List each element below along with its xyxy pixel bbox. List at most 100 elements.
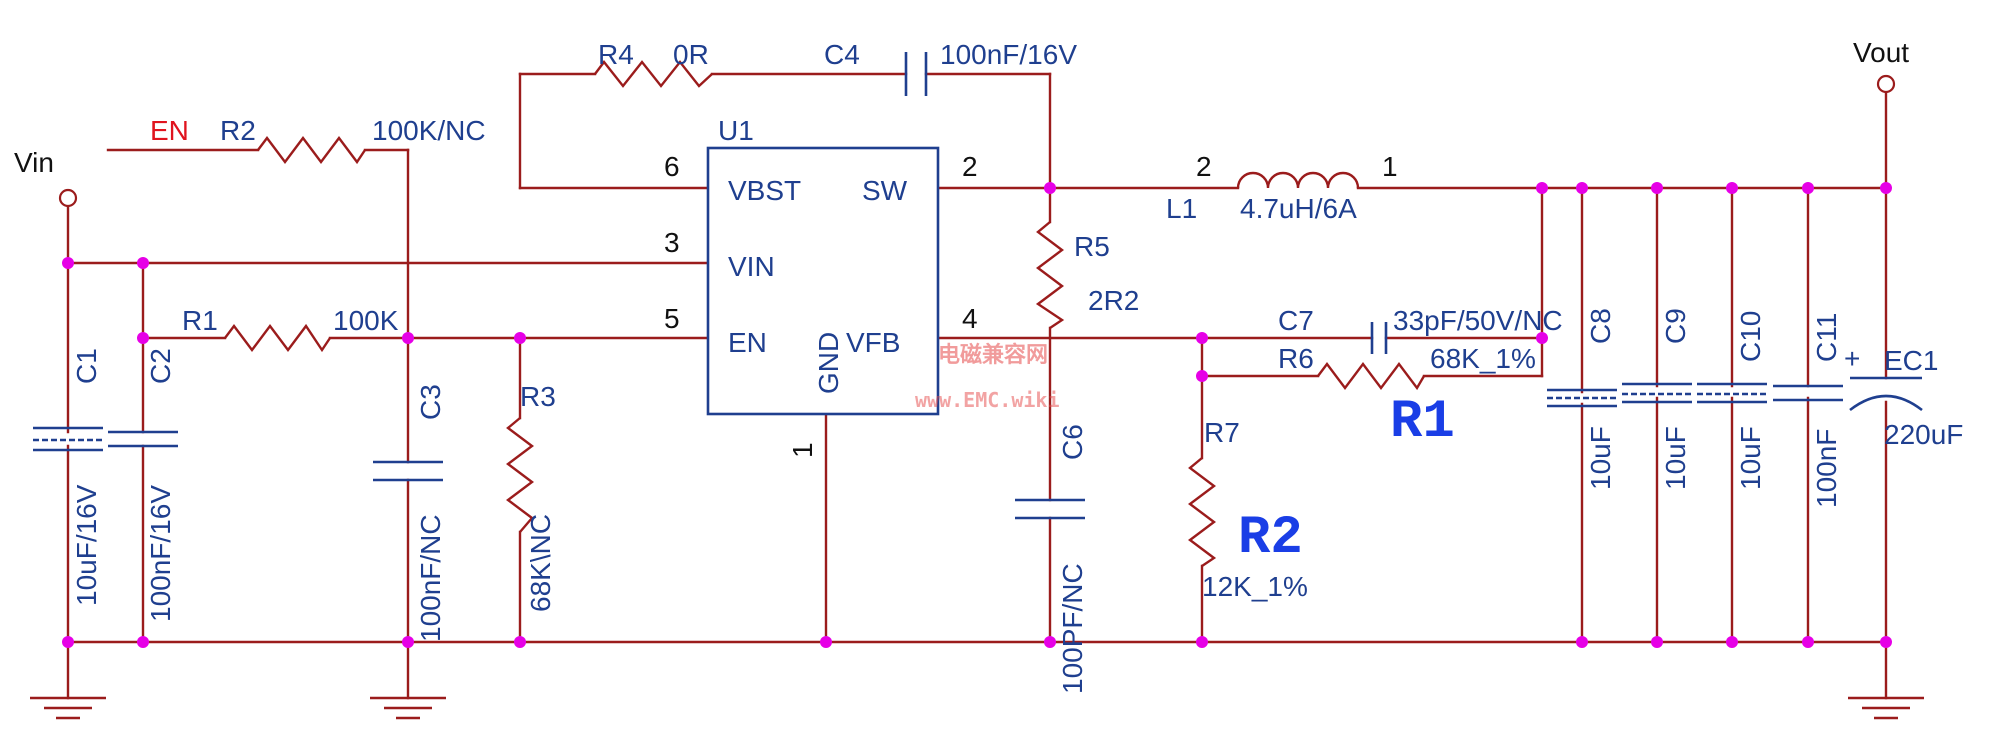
watermark-url: www.EMC.wiki	[915, 388, 1060, 412]
r2-value-label: 100K/NC	[372, 115, 486, 146]
c1-ref-label: C1	[71, 348, 102, 384]
capacitors	[33, 52, 1923, 520]
c1-value-label: 10uF/16V	[71, 484, 102, 606]
junction-dot	[1880, 182, 1892, 194]
u1-pin-sw-label: SW	[862, 175, 908, 206]
junction-dot	[137, 636, 149, 648]
c8-ref-label: C8	[1585, 308, 1616, 344]
inductor-l1-symbol	[1236, 171, 1360, 189]
vout-port-icon	[1876, 74, 1896, 94]
annotation-r1: R1	[1390, 392, 1455, 453]
watermark-cn: 电磁兼容网	[938, 342, 1048, 368]
c3-value-label: 100nF/NC	[415, 514, 446, 642]
resistor-r1-symbol	[224, 323, 331, 353]
r3-value-label: 68K\NC	[525, 514, 556, 612]
r4-value-label: 0R	[673, 39, 709, 70]
c6-ref-label: C6	[1057, 424, 1088, 460]
ground-icon	[30, 696, 106, 720]
u1-pin-2-label: 2	[962, 151, 978, 182]
c10-value-label: 10uF	[1735, 426, 1766, 490]
junction-dot	[402, 636, 414, 648]
junction-dot	[1536, 332, 1548, 344]
r6-ref-label: R6	[1278, 343, 1314, 374]
u1-pin-1-label: 1	[787, 442, 818, 458]
r4-ref-label: R4	[598, 39, 634, 70]
u1-pin-vin-label: VIN	[728, 251, 775, 282]
junction-dot	[137, 332, 149, 344]
u1-pin-5-label: 5	[664, 303, 680, 334]
junction-dot	[1196, 636, 1208, 648]
u1-pin-4-label: 4	[962, 303, 978, 334]
r2-ref-label: R2	[220, 115, 256, 146]
resistor-r4-symbol	[594, 60, 713, 88]
c7-ref-label: C7	[1278, 305, 1314, 336]
junction-dot	[1651, 636, 1663, 648]
junction-dot	[1726, 182, 1738, 194]
en-net-label: EN	[150, 115, 189, 146]
junction-dot	[1880, 636, 1892, 648]
r1-ref-label: R1	[182, 305, 218, 336]
resistor-r3-symbol	[506, 417, 534, 533]
l1-ref-label: L1	[1166, 193, 1197, 224]
junction-dot	[514, 332, 526, 344]
resistor-r6-symbol	[1317, 362, 1426, 391]
resistor-r7-symbol	[1188, 457, 1217, 567]
c3-ref-label: C3	[415, 384, 446, 420]
u1-pin-vbst-label: VBST	[728, 175, 801, 206]
c4-ref-label: C4	[824, 39, 860, 70]
c2-ref-label: C2	[145, 348, 176, 384]
r5-value-label: 2R2	[1088, 285, 1139, 316]
junction-dot	[1802, 636, 1814, 648]
junction-dot	[402, 332, 414, 344]
junction-dot	[1802, 182, 1814, 194]
junctions	[62, 182, 1892, 648]
junction-dot	[1196, 370, 1208, 382]
c9-ref-label: C9	[1660, 308, 1691, 344]
l1-pin-a-label: 2	[1196, 151, 1212, 182]
ec1-polarity-label: +	[1844, 343, 1860, 374]
u1-pin-gnd-label: GND	[813, 332, 844, 394]
resistors	[224, 60, 1426, 567]
r5-ref-label: R5	[1074, 231, 1110, 262]
junction-dot	[1044, 182, 1056, 194]
labels: Vin Vout EN R2 100K/NC R1 100K R4 0R C4 …	[14, 37, 1963, 694]
junction-dot	[1726, 636, 1738, 648]
u1-pin-6-label: 6	[664, 151, 680, 182]
r6-value-label: 68K_1%	[1430, 343, 1536, 374]
u1-pin-en-label: EN	[728, 327, 767, 358]
r3-ref-label: R3	[520, 381, 556, 412]
c4-value-label: 100nF/16V	[940, 39, 1077, 70]
junction-dot	[820, 636, 832, 648]
ground-icon	[1848, 696, 1924, 720]
c8-value-label: 10uF	[1585, 426, 1616, 490]
ec1-ref-label: EC1	[1884, 345, 1938, 376]
ground-icon	[370, 696, 446, 720]
c6-value-label: 100PF/NC	[1057, 563, 1088, 694]
junction-dot	[1576, 182, 1588, 194]
junction-dot	[1651, 182, 1663, 194]
junction-dot	[1196, 332, 1208, 344]
c2-value-label: 100nF/16V	[145, 485, 176, 622]
vin-label: Vin	[14, 147, 54, 178]
c11-ref-label: C11	[1811, 313, 1842, 362]
c10-ref-label: C10	[1735, 311, 1766, 362]
junction-dot	[1536, 182, 1548, 194]
resistor-r2-symbol	[257, 136, 366, 165]
annotation-r2: R2	[1238, 508, 1303, 569]
capacitor-ec1-curved-plate	[1849, 394, 1923, 412]
resistor-r5-symbol	[1035, 221, 1065, 329]
c9-value-label: 10uF	[1660, 426, 1691, 490]
l1-pin-b-label: 1	[1382, 151, 1398, 182]
junction-dot	[62, 636, 74, 648]
junction-dot	[62, 257, 74, 269]
c7-value-label: 33pF/50V/NC	[1393, 305, 1563, 336]
c11-value-label: 100nF	[1811, 429, 1842, 508]
ic-u1-body	[706, 146, 940, 416]
junction-dot	[137, 257, 149, 269]
junction-dot	[1576, 636, 1588, 648]
junction-dot	[514, 636, 526, 648]
r1-value-label: 100K	[333, 305, 399, 336]
wires	[66, 72, 1888, 700]
l1-value-label: 4.7uH/6A	[1240, 193, 1357, 224]
